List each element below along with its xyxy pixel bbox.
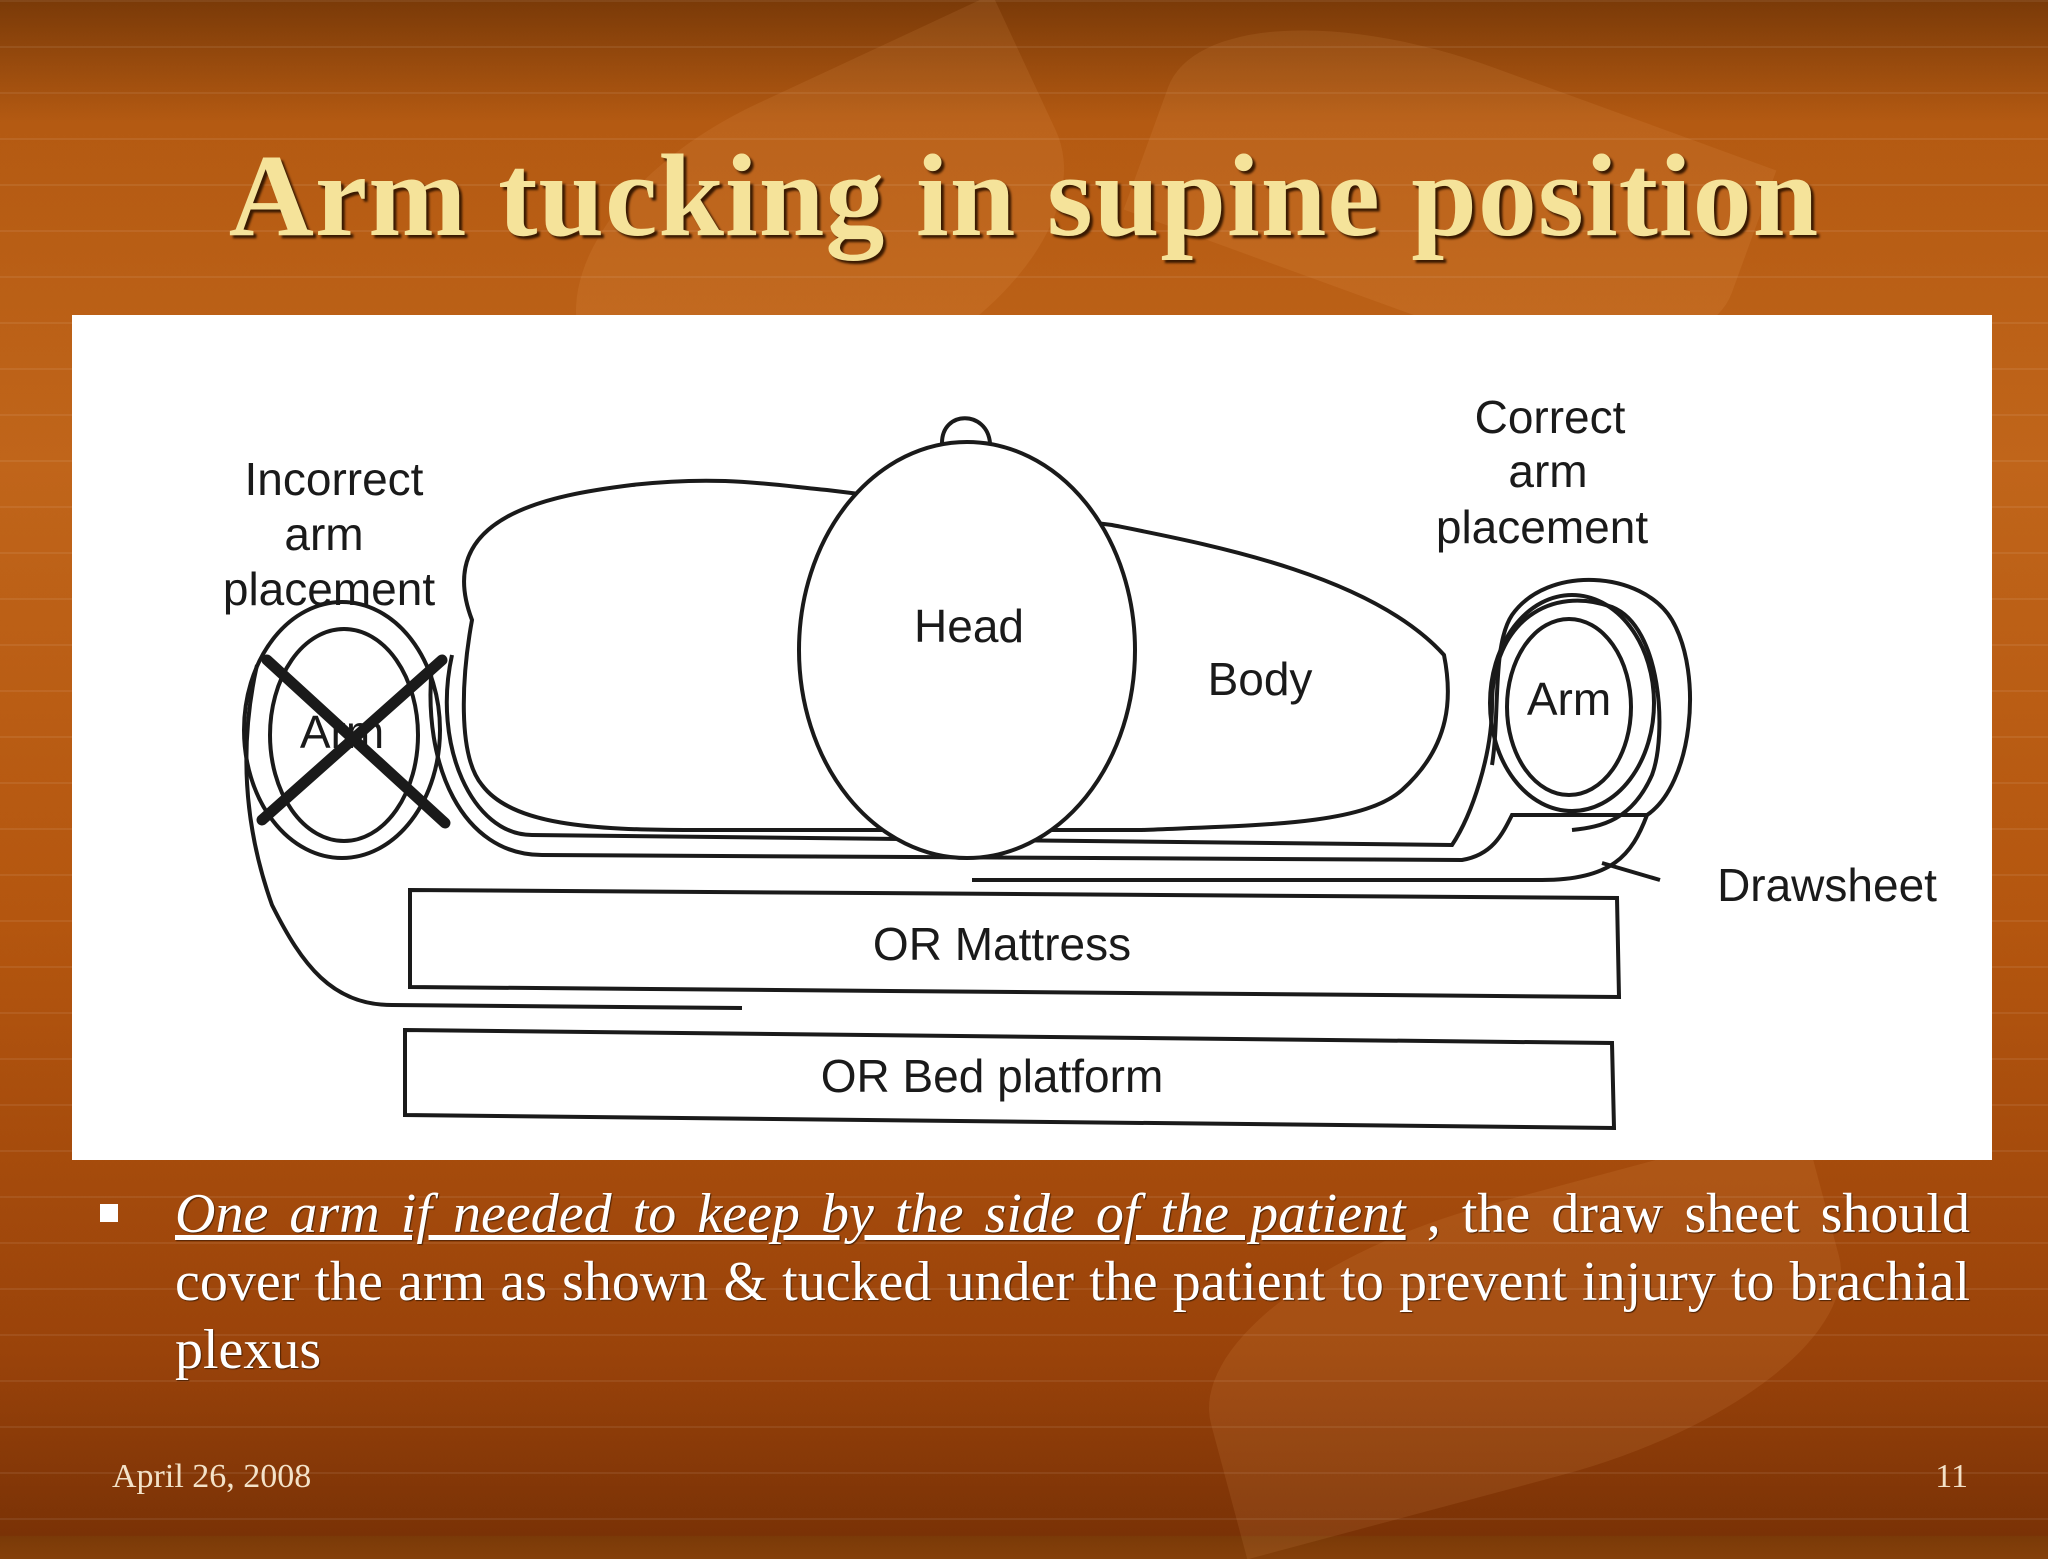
- diagram-panel: Incorrect arm placement Correct arm plac…: [72, 315, 1992, 1160]
- incorrect-label-line1: Incorrect: [245, 453, 424, 505]
- correct-arm-outer: [1488, 593, 1656, 813]
- head-top-bump: [940, 416, 992, 444]
- head-outline: [797, 440, 1137, 860]
- drawsheet-label: Drawsheet: [1717, 859, 1937, 911]
- bullet-square-icon: [100, 1204, 118, 1222]
- correct-label-line2: arm: [1508, 445, 1587, 497]
- body-label: Body: [1208, 653, 1313, 705]
- bullet-rest: , the draw sheet should cover the arm as…: [175, 1183, 1970, 1381]
- diagram-lines: [242, 416, 1693, 1131]
- incorrect-arm-inner: [268, 627, 420, 843]
- incorrect-arm-label: Arm: [300, 706, 384, 758]
- supine-arm-diagram: Incorrect arm placement Correct arm plac…: [223, 391, 1937, 1131]
- correct-label-line3: placement: [1436, 501, 1648, 553]
- correct-arm-inner: [1505, 617, 1633, 797]
- x-stroke-2: [256, 654, 448, 826]
- mattress-label: OR Mattress: [873, 918, 1131, 970]
- bullet-text: One arm if needed to keep by the side of…: [175, 1180, 1970, 1384]
- bullet-emphasis: One arm if needed to keep by the side of…: [175, 1183, 1406, 1245]
- page-number: 11: [1935, 1458, 1968, 1495]
- incorrect-label-line3: placement: [223, 563, 435, 615]
- correct-arm-label: Arm: [1527, 673, 1611, 725]
- or-bed-platform: [403, 1027, 1617, 1131]
- footer-date: April 26, 2008: [112, 1458, 312, 1495]
- slide-title: Arm tucking in supine position: [228, 130, 1820, 261]
- drawsheet-line-bottom: [428, 577, 1693, 863]
- incorrect-label-line2: arm: [284, 508, 363, 560]
- drawsheet-under: [972, 814, 1649, 882]
- bullet-point: One arm if needed to keep by the side of…: [100, 1180, 1970, 1384]
- drawsheet-leader: [1601, 861, 1661, 882]
- incorrect-arm-outer: [242, 600, 442, 860]
- platform-label: OR Bed platform: [821, 1050, 1164, 1102]
- drawsheet-line-top: [444, 598, 1662, 848]
- head-label: Head: [914, 600, 1024, 652]
- or-mattress: [408, 887, 1622, 1000]
- drawsheet-left-tail: [244, 664, 743, 1010]
- body-outline: [461, 478, 1450, 832]
- correct-label-line1: Correct: [1475, 391, 1626, 443]
- incorrect-x-mark: [256, 654, 451, 829]
